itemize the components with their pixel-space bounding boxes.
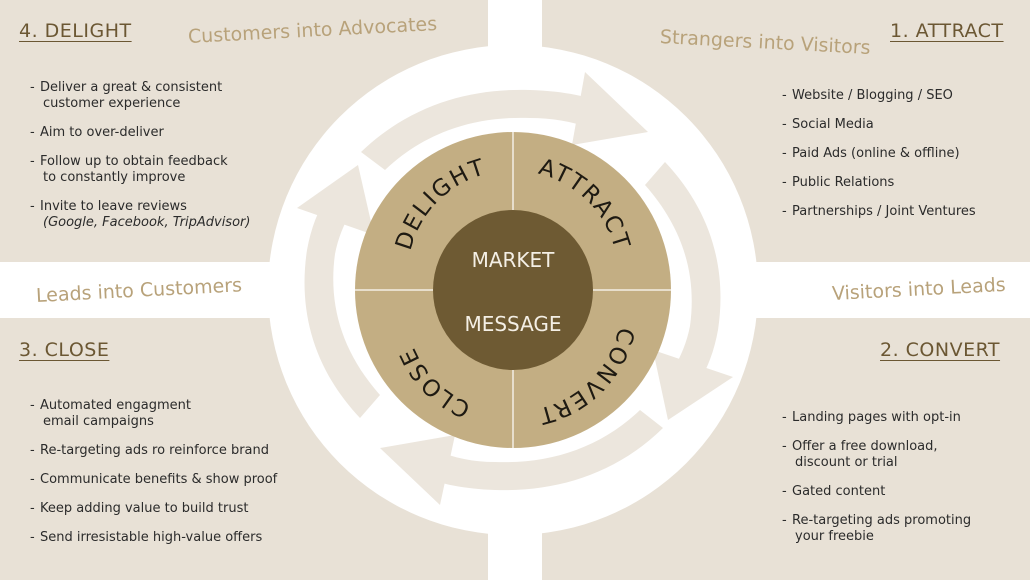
wheel-center xyxy=(433,210,593,370)
list-item: Website / Blogging / SEO xyxy=(782,88,976,104)
cycle-arrow-top xyxy=(361,72,648,170)
list-item: Landing pages with opt-in xyxy=(782,410,971,426)
list-item: Partnerships / Joint Ventures xyxy=(782,204,976,220)
stage-title-delight: 4. DELIGHT xyxy=(19,20,132,42)
list-item: Public Relations xyxy=(782,175,976,191)
list-item: Invite to leave reviews(Google, Facebook… xyxy=(30,199,250,231)
bullet-list-attract: Website / Blogging / SEO Social Media Pa… xyxy=(782,88,976,233)
stage-title-attract: 1. ATTRACT xyxy=(890,20,1004,42)
cycle-arrow-left xyxy=(297,165,380,418)
list-item: Gated content xyxy=(782,484,971,500)
list-item: Keep adding value to build trust xyxy=(30,501,277,517)
list-item: Aim to over-deliver xyxy=(30,125,250,141)
cycle-arrow-bottom xyxy=(380,410,663,505)
list-item: Communicate benefits & show proof xyxy=(30,472,277,488)
bullet-list-convert: Landing pages with opt-in Offer a free d… xyxy=(782,410,971,558)
list-item: Offer a free download,discount or trial xyxy=(782,439,971,471)
cycle-arrows xyxy=(297,72,733,505)
stage-title-convert: 2. CONVERT xyxy=(880,339,1001,361)
list-item: Social Media xyxy=(782,117,976,133)
list-item: Send irresistable high-value offers xyxy=(30,530,277,546)
list-item: Paid Ads (online & offline) xyxy=(782,146,976,162)
list-item: Re-targeting ads ro reinforce brand xyxy=(30,443,277,459)
cycle-arrow-right xyxy=(645,162,733,420)
center-label-message: MESSAGE xyxy=(464,312,561,336)
stage-title-close: 3. CLOSE xyxy=(19,339,110,361)
center-label-market: MARKET xyxy=(472,248,556,272)
